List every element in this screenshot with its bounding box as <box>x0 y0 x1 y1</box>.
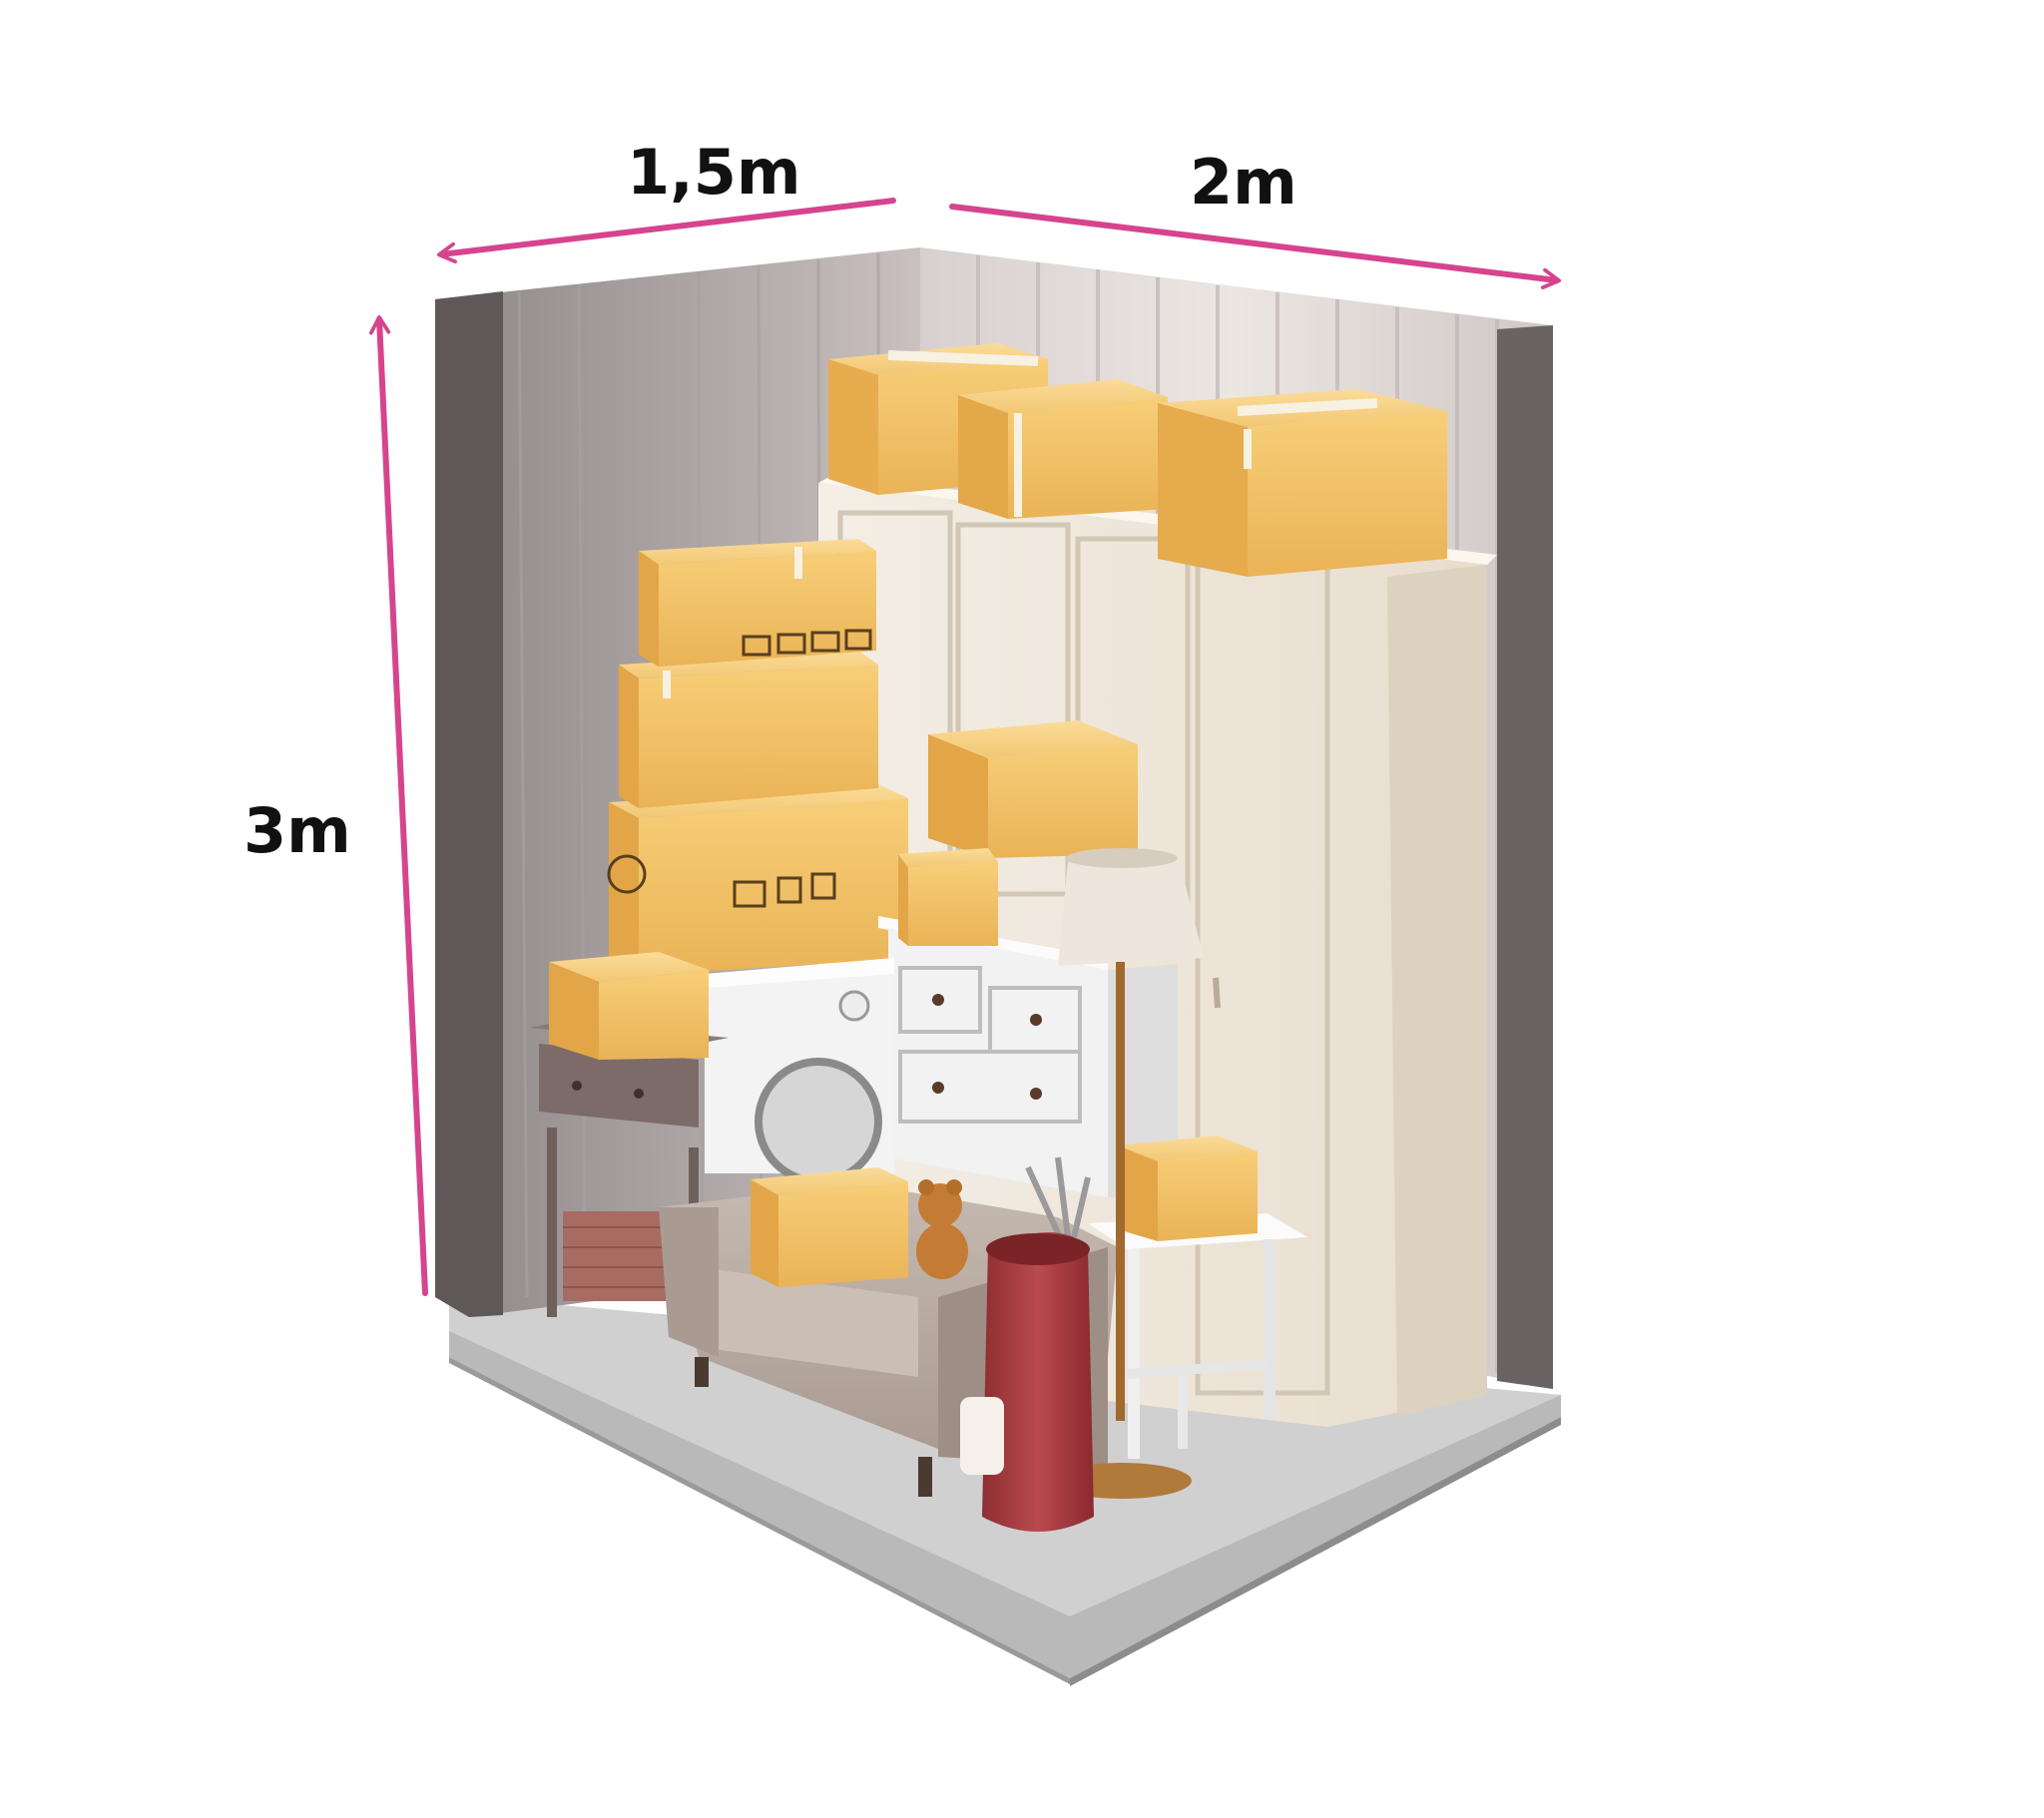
boxes-on-wardrobe <box>828 343 1447 577</box>
width-label: 2m <box>1190 146 1297 219</box>
wardrobe-handle <box>1213 977 1221 1009</box>
dimension-arrows <box>368 198 1562 1296</box>
width-arrow <box>949 204 1562 290</box>
boxes-on-dresser <box>898 720 1138 946</box>
box-stack-left <box>607 539 908 976</box>
side-table-right <box>1088 1213 1307 1459</box>
boxes-on-side-table <box>549 952 709 1060</box>
height-label: 3m <box>244 794 351 867</box>
washing-machine <box>705 958 894 1185</box>
depth-label: 1,5m <box>627 136 801 209</box>
height-arrow <box>368 314 428 1296</box>
box-on-armchair <box>751 1167 908 1287</box>
box-on-side-table-right <box>1118 1136 1258 1241</box>
golf-bag <box>960 1156 1094 1532</box>
depth-arrow <box>436 198 896 264</box>
teddy-bear <box>916 1179 968 1279</box>
